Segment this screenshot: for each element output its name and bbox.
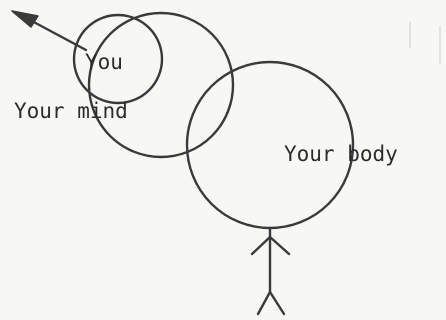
arrow-shaft	[30, 20, 86, 50]
stick-figure-left-leg	[258, 292, 270, 314]
stick-figure-right-leg	[270, 292, 284, 314]
arrow	[12, 11, 86, 50]
label-you: You	[85, 50, 123, 74]
label-your-body: Your body	[284, 142, 398, 166]
label-your-mind: Your mind	[14, 99, 128, 123]
stick-figure-left-arm	[252, 237, 270, 254]
faint-edge-marks	[410, 22, 440, 64]
stick-figure-right-arm	[270, 237, 289, 254]
stick-figure	[252, 228, 289, 314]
arrowhead-icon	[12, 11, 38, 27]
